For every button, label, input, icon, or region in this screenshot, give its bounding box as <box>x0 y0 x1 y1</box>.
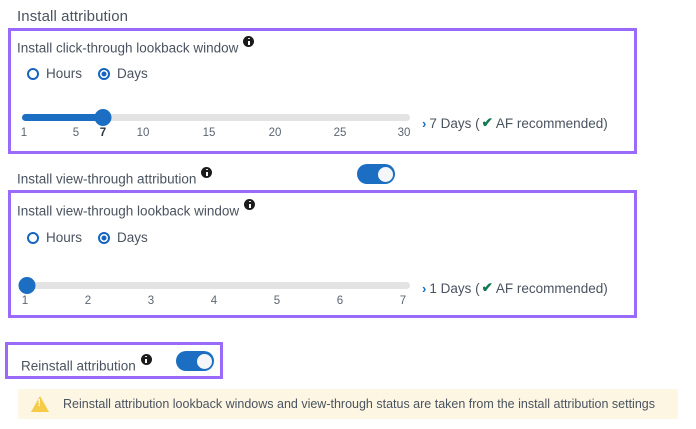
radio-label-days: Days <box>117 66 148 81</box>
reinstall-attribution-toggle[interactable] <box>176 351 214 371</box>
check-icon: ✔ <box>481 115 493 130</box>
click-through-lookback-highlight-box <box>8 28 637 154</box>
slider-tick: 7 <box>399 295 407 307</box>
check-icon: ✔ <box>481 280 493 295</box>
view-through-attribution-label-text: Install view-through attribution <box>17 171 197 187</box>
info-icon[interactable] <box>244 199 256 210</box>
slider-tick: 3 <box>147 295 155 307</box>
slider-tick: 4 <box>210 295 218 307</box>
slider-tick: 30 <box>397 127 411 139</box>
slider-tick: 10 <box>136 127 150 139</box>
slider-tick: 6 <box>336 295 344 307</box>
radio-hours-view-through[interactable]: Hours <box>27 230 82 245</box>
slider-tick: 25 <box>333 127 347 139</box>
view-through-attribution-toggle[interactable] <box>357 164 395 184</box>
view-through-lookback-highlight-box <box>8 190 637 318</box>
click-through-lookback-label-text: Install click-through lookback window <box>17 40 239 56</box>
radio-circle-icon[interactable] <box>27 67 39 80</box>
warning-triangle-icon <box>31 396 49 412</box>
reinstall-attribution-label: Reinstall attribution <box>21 354 152 374</box>
slider-track[interactable] <box>22 282 410 289</box>
view-through-lookback-label-text: Install view-through lookback window <box>17 203 240 219</box>
radio-days-view-through[interactable]: Days <box>98 230 148 245</box>
slider-fill <box>22 114 103 121</box>
slider-tick-active: 7 <box>99 127 107 139</box>
radio-label-days: Days <box>117 230 148 245</box>
view-through-recommend-text: AF recommended) <box>495 280 608 296</box>
view-through-value-readout[interactable]: › 1 Days ( ✔ AF recommended) <box>422 280 608 296</box>
view-through-unit-radio-group[interactable]: Hours Days <box>27 230 148 245</box>
radio-circle-selected-icon[interactable] <box>98 67 111 80</box>
radio-hours-click-through[interactable]: Hours <box>27 66 82 81</box>
view-through-attribution-label: Install view-through attribution <box>17 167 213 187</box>
slider-tick: 5 <box>72 127 80 139</box>
radio-days-click-through[interactable]: Days <box>98 66 148 81</box>
click-through-recommend-text: AF recommended) <box>495 115 608 131</box>
slider-tick: 15 <box>202 127 216 139</box>
toggle-knob <box>377 166 393 182</box>
warning-banner: Reinstall attribution lookback windows a… <box>18 389 678 419</box>
slider-tick: 1 <box>20 127 28 139</box>
click-through-value-text: 7 Days ( <box>429 115 480 131</box>
slider-tick: 5 <box>273 295 281 307</box>
radio-label-hours: Hours <box>46 230 83 245</box>
info-icon[interactable] <box>140 354 152 365</box>
click-through-unit-radio-group[interactable]: Hours Days <box>27 66 148 81</box>
info-icon[interactable] <box>243 36 255 47</box>
chevron-right-icon: › <box>422 115 427 131</box>
slider-tick: 2 <box>84 295 92 307</box>
slider-tick-active: 1 <box>21 295 29 307</box>
toggle-knob <box>196 353 212 369</box>
radio-label-hours: Hours <box>46 66 83 81</box>
radio-circle-selected-icon[interactable] <box>98 231 111 244</box>
view-through-lookback-label: Install view-through lookback window <box>17 199 256 219</box>
radio-circle-icon[interactable] <box>27 231 39 244</box>
warning-text: Reinstall attribution lookback windows a… <box>63 397 655 411</box>
slider-tick: 20 <box>268 127 282 139</box>
info-icon[interactable] <box>201 167 213 178</box>
chevron-right-icon: › <box>422 280 427 296</box>
reinstall-attribution-label-text: Reinstall attribution <box>21 358 136 374</box>
slider-thumb[interactable] <box>18 277 36 294</box>
slider-thumb[interactable] <box>94 109 112 126</box>
click-through-lookback-label: Install click-through lookback window <box>17 36 255 56</box>
click-through-value-readout[interactable]: › 7 Days ( ✔ AF recommended) <box>422 115 608 131</box>
slider-track[interactable] <box>22 114 410 121</box>
view-through-value-text: 1 Days ( <box>429 280 480 296</box>
page-title: Install attribution <box>17 8 129 25</box>
